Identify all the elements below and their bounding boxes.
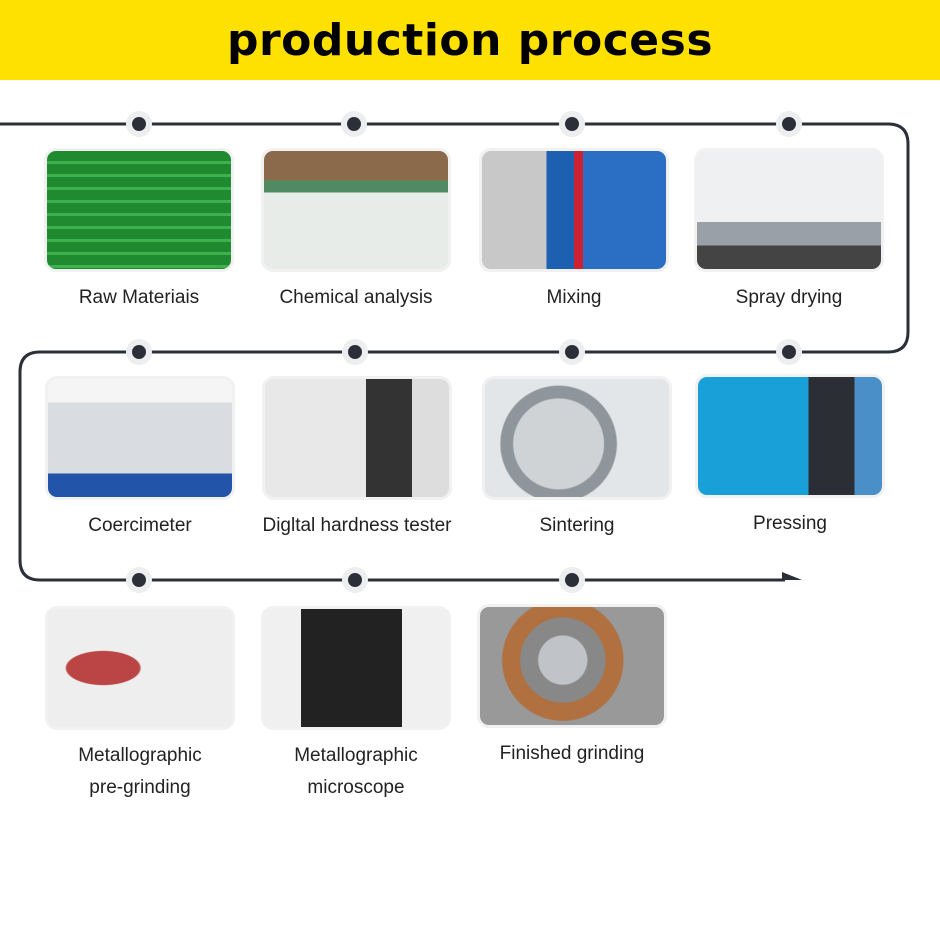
label-line: pre-grinding: [89, 777, 191, 798]
step-photo: [44, 148, 234, 272]
step-label: Sintering: [539, 515, 615, 536]
arrowhead-icon: [782, 572, 802, 580]
step-spray-drying: Spray drying: [694, 148, 884, 314]
step-photo: [262, 376, 452, 500]
header-banner: production process: [0, 0, 940, 80]
step-label: Digltal hardness tester: [262, 515, 452, 536]
step-label: Metallographic pre-grinding: [45, 740, 235, 804]
step-photo: [479, 148, 669, 272]
step-photo: [45, 376, 235, 500]
step-label: Coercimeter: [88, 515, 192, 536]
step-mixing: Mixing: [479, 148, 669, 314]
node-dot-icon: [782, 345, 796, 359]
step-photo: [477, 604, 667, 728]
label-line: microscope: [307, 777, 405, 798]
step-photo: [482, 376, 672, 500]
node-dot-icon: [132, 117, 146, 131]
step-chemical-analysis: Chemical analysis: [261, 148, 451, 314]
step-finished-grinding: Finished grinding: [477, 604, 667, 770]
node-dot-icon: [565, 117, 579, 131]
node-dot-icon: [565, 345, 579, 359]
step-photo: [695, 374, 885, 498]
step-sintering: Sintering: [482, 376, 672, 542]
step-label: Pressing: [753, 513, 827, 534]
step-label: Metallographic microscope: [261, 740, 451, 804]
node-dot-icon: [132, 345, 146, 359]
step-metallographic-pre-grinding: Metallographic pre-grinding: [45, 606, 235, 804]
node-dot-icon: [348, 345, 362, 359]
step-coercimeter: Coercimeter: [45, 376, 235, 542]
node-dot-icon: [132, 573, 146, 587]
step-label: Finished grinding: [499, 743, 645, 764]
node-dot-icon: [565, 573, 579, 587]
step-pressing: Pressing: [695, 374, 885, 540]
step-photo: [45, 606, 235, 730]
label-line: Metallographic: [78, 745, 202, 766]
step-hardness-tester: Digltal hardness tester: [262, 376, 452, 542]
page-title: production process: [226, 14, 714, 66]
step-raw-materials: Raw Materiais: [44, 148, 234, 314]
step-label: Mixing: [546, 287, 602, 308]
label-line: Metallographic: [294, 745, 418, 766]
step-metallographic-microscope: Metallographic microscope: [261, 606, 451, 804]
step-photo: [694, 148, 884, 272]
step-label: Chemical analysis: [279, 287, 433, 308]
node-dot-icon: [782, 117, 796, 131]
node-dot-icon: [348, 573, 362, 587]
step-photo: [261, 606, 451, 730]
step-label: Spray drying: [735, 287, 843, 308]
step-photo: [261, 148, 451, 272]
step-label: Raw Materiais: [78, 287, 200, 308]
node-dot-icon: [347, 117, 361, 131]
